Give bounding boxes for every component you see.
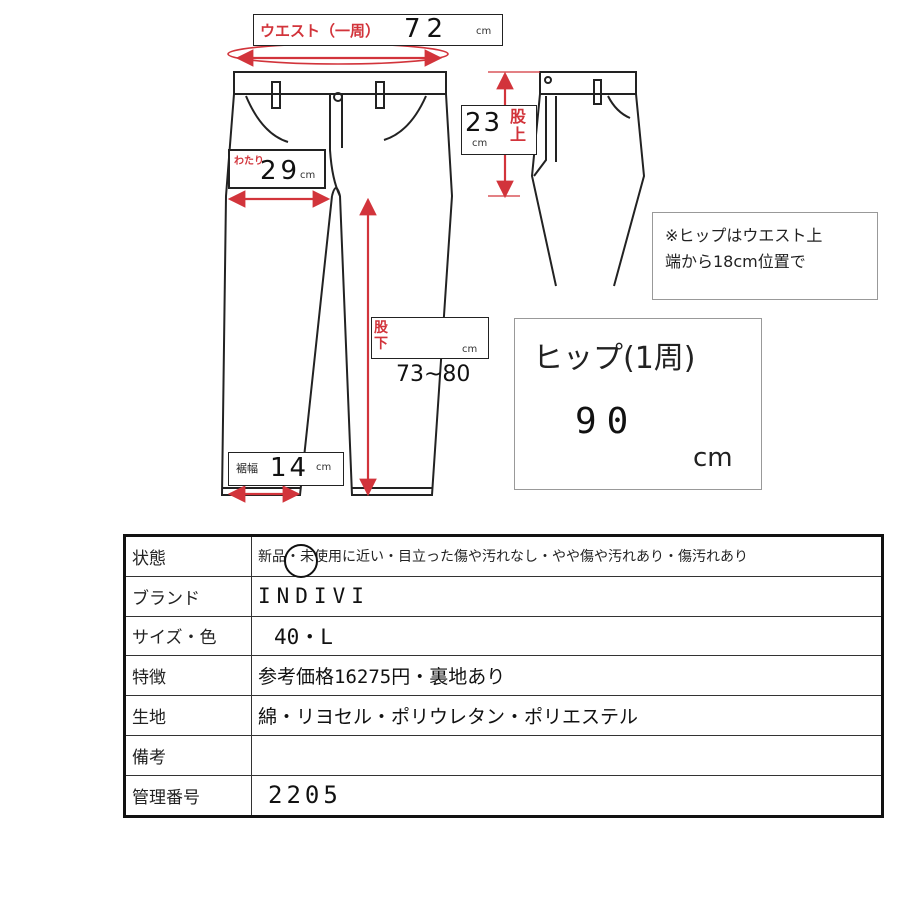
rise-label-box: [461, 105, 537, 155]
table-row: サイズ・色 40・L: [124, 615, 883, 657]
rise-unit: cm: [472, 138, 488, 149]
rise-value: 23: [465, 108, 503, 138]
rise-label: 股上: [510, 107, 527, 144]
row-key-size-color: サイズ・色: [124, 615, 252, 657]
waist-label-box: [253, 14, 503, 46]
thigh-unit: cm: [300, 170, 316, 181]
hem-label-box: [228, 452, 344, 486]
table-row: 管理番号 2205: [124, 774, 883, 817]
pants-side-outline: [530, 71, 646, 287]
row-key-condition: 状態: [124, 535, 252, 577]
hip-unit: cm: [693, 443, 733, 473]
row-value-condition: 新品・未使用に近い・目立った傷や汚れなし・やや傷や汚れあり・傷汚れあり: [251, 535, 883, 577]
hem-value: 14: [270, 453, 310, 483]
row-value-size-color: 40・L: [251, 615, 883, 657]
table-row: 状態 新品・未使用に近い・目立った傷や汚れなし・やや傷や汚れあり・傷汚れあり: [124, 535, 883, 577]
hip-note-box: ※ヒップはウエスト上 端から18cm位置で: [652, 212, 878, 300]
row-value-remarks: [251, 734, 883, 776]
thigh-label-box: [228, 149, 326, 189]
product-info-table: 状態 新品・未使用に近い・目立った傷や汚れなし・やや傷や汚れあり・傷汚れあり ブ…: [123, 534, 884, 818]
hem-label: 裾幅: [236, 462, 258, 475]
row-key-fabric: 生地: [124, 695, 252, 736]
row-key-features: 特徴: [124, 655, 252, 697]
hip-note-line1: ※ヒップはウエスト上: [665, 226, 823, 245]
waist-unit: cm: [476, 26, 492, 37]
row-key-management-number: 管理番号: [124, 774, 252, 817]
hip-label: ヒップ(1周): [533, 341, 696, 376]
waist-label: ウエスト（一周）: [260, 22, 381, 40]
table-row: 生地 綿・リヨセル・ポリウレタン・ポリエステル: [124, 695, 883, 736]
waist-value: 72: [404, 14, 450, 44]
table-row: ブランド INDIVI: [124, 575, 883, 617]
hip-value: 90: [575, 401, 639, 442]
table-row: 備考: [124, 734, 883, 776]
condition-selected-circle: [284, 544, 318, 578]
pants-front-outline: [220, 71, 454, 496]
inseam-label-box: [371, 317, 489, 359]
row-value-features: 参考価格16275円・裏地あり: [251, 655, 883, 697]
hem-unit: cm: [316, 462, 332, 473]
hip-note-line2: 端から18cm位置で: [665, 252, 806, 271]
row-value-brand: INDIVI: [251, 575, 883, 617]
row-value-management-number: 2205: [251, 774, 883, 817]
table-row: 特徴 参考価格16275円・裏地あり: [124, 655, 883, 697]
thigh-value: 29: [260, 156, 302, 186]
row-value-fabric: 綿・リヨセル・ポリウレタン・ポリエステル: [251, 695, 883, 736]
inseam-unit: cm: [462, 344, 478, 355]
row-key-remarks: 備考: [124, 734, 252, 776]
thigh-label: わたり: [234, 156, 264, 167]
inseam-value: 73~80: [396, 362, 471, 387]
row-key-brand: ブランド: [124, 575, 252, 617]
hip-measurement-box: ヒップ(1周) 90 cm: [514, 318, 762, 490]
inseam-label: 股下: [374, 320, 388, 352]
